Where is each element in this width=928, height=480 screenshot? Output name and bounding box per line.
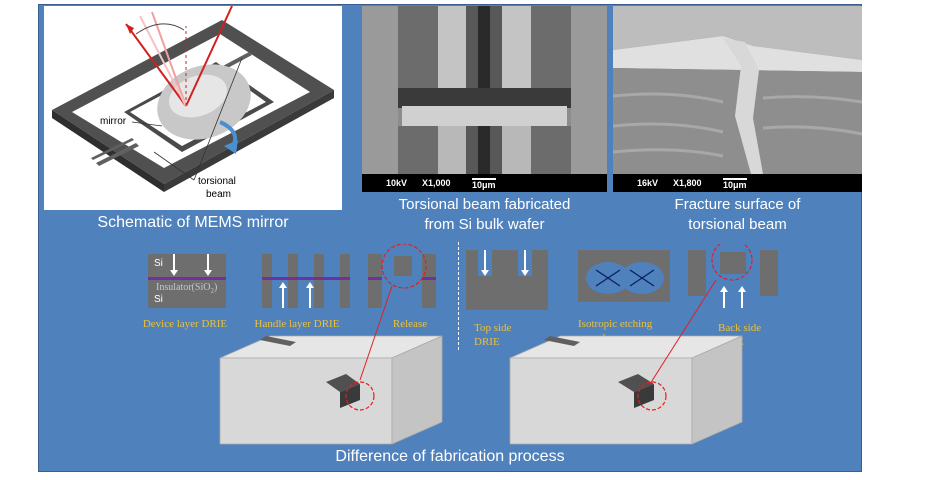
sem1-info-bar: 10kV X1,000 10μm (362, 174, 607, 192)
schematic-caption: Schematic of MEMS mirror (97, 214, 289, 231)
sem1-voltage: 10kV (386, 178, 408, 188)
insulator-close: ) (213, 282, 218, 293)
process-right-diagrams (462, 244, 782, 354)
footer-caption: Difference of fabrication process (335, 448, 565, 465)
step-top-side-drie-line2: DRIE (474, 336, 500, 348)
process-left-diagrams: Si Insulator(SiO2) Si (140, 244, 450, 354)
sem2-magnification: X1,800 (673, 178, 702, 188)
sem1-caption-line1: Torsional beam fabricated (398, 196, 571, 213)
sem2-caption-line2: torsional beam (688, 216, 787, 233)
sem2-scale: 10μm (723, 178, 747, 190)
step1-wafer (148, 254, 226, 308)
sem-torsional-beam-image: 10kV X1,000 10μm (362, 6, 607, 192)
mems-mirror-schematic: mirror torsional beam (44, 6, 342, 210)
sem2-info-bar: 16kV X1,800 10μm (613, 174, 862, 192)
mirror-label: mirror (100, 116, 127, 127)
sem-fracture-surface-image: 16kV X1,800 10μm (613, 6, 862, 192)
insulator-subscript: 2 (210, 287, 214, 295)
sem1-magnification: X1,000 (422, 178, 451, 188)
step-handle-layer-drie: Handle layer DRIE (254, 318, 340, 330)
step-top-side-drie-line1: Top side (474, 322, 512, 334)
si-top-label: Si (154, 258, 163, 269)
sem2-caption-line1: Fracture surface of (674, 196, 801, 213)
sem2-voltage: 16kV (637, 178, 659, 188)
insulator-label: Insulator(SiO2) (156, 282, 217, 295)
step-isotropic-etching-line1: Isotropic etching (578, 318, 653, 330)
block-3d-right (500, 330, 750, 448)
insulator-text: Insulator(SiO (156, 282, 211, 293)
torsional-beam-label-line2: beam (206, 189, 232, 200)
torsional-beam-label-line1: torsional (198, 176, 236, 187)
block-3d-left (210, 330, 450, 448)
process-divider (458, 242, 459, 350)
step-back-side-drie-line1: Back side (718, 322, 762, 334)
sem1-scale: 10μm (472, 178, 496, 190)
step-release: Release (392, 318, 428, 330)
si-bottom-label: Si (154, 294, 163, 305)
sem1-caption-line2: from Si bulk wafer (424, 216, 545, 233)
step-device-layer-drie: Device layer DRIE (142, 318, 228, 330)
